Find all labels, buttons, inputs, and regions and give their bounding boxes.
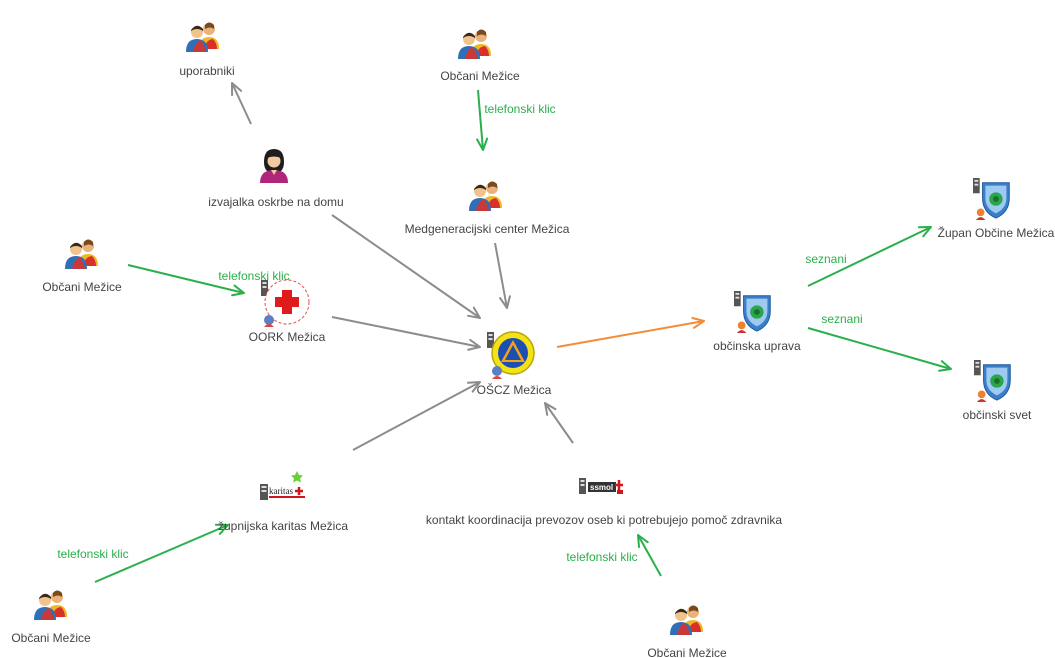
edge-karitas-to-oscz (352, 381, 481, 451)
municipal-shield-icon (734, 291, 771, 333)
people-icon (34, 590, 67, 620)
municipal-shield-icon (974, 360, 1011, 402)
edge-kontakt-to-oscz (544, 402, 574, 444)
node-label: občinska uprava (713, 339, 801, 353)
edge-label: telefonski klic (566, 550, 637, 564)
red-cross-icon (261, 279, 310, 327)
edge-line (127, 264, 245, 294)
node-label: Občani Mežice (440, 69, 520, 83)
edge-line (477, 89, 484, 151)
node-izvajalka[interactable]: izvajalka oskrbe na domu (208, 149, 344, 209)
edge-label: telefonski klic (218, 269, 289, 283)
edge-arrowhead (691, 316, 705, 329)
node-obc-svet[interactable]: občinski svet (963, 360, 1032, 422)
edge-label: seznani (821, 312, 862, 326)
edge-izvajalka-to-oscz (331, 214, 481, 319)
edge-arrowhead (467, 306, 481, 319)
edge-line (637, 534, 662, 577)
edge-arrowhead (499, 295, 511, 309)
edge-arrowhead (544, 402, 557, 416)
node-obcani-bottom[interactable]: Občani Mežice (647, 605, 727, 658)
edge-obcani_left-to-oork: telefonski klic (127, 264, 290, 297)
edge-label: telefonski klic (484, 102, 555, 116)
node-label: Medgeneracijski center Mežica (405, 222, 570, 236)
node-obcani-top[interactable]: Občani Mežice (440, 29, 520, 84)
edge-oork-to-oscz (331, 316, 481, 351)
edge-line (352, 381, 481, 451)
edge-label: telefonski klic (57, 547, 128, 561)
node-label: Občani Mežice (11, 631, 91, 645)
node-obcani-bl[interactable]: Občani Mežice (11, 590, 91, 646)
karitas-icon (258, 470, 307, 502)
edge-medgen-to-oscz (494, 242, 511, 309)
node-label: uporabniki (179, 64, 234, 78)
edge-obcani_top-to-medgen: telefonski klic (476, 89, 556, 151)
edge-arrowhead (231, 82, 243, 97)
node-obc-uprava[interactable]: občinska uprava (713, 291, 801, 353)
edge-arrowhead (476, 137, 489, 151)
woman-icon (260, 149, 288, 183)
edge-arrowhead (466, 381, 481, 393)
node-label: Občani Mežice (42, 280, 122, 294)
edge-obc_uprava-to-zupan: seznani (805, 226, 932, 287)
edge-izvajalka-to-uporabniki (231, 82, 252, 125)
edge-obc_uprava-to-obc_svet: seznani (807, 312, 952, 372)
edge-line (807, 226, 932, 287)
edge-arrowhead (231, 284, 245, 297)
edge-arrowhead (637, 534, 649, 549)
node-label: občinski svet (963, 408, 1032, 422)
node-kontakt[interactable]: kontakt koordinacija prevozov oseb ki po… (426, 476, 783, 527)
edge-line (331, 316, 481, 348)
node-karitas[interactable]: župnijska karitas Mežica (218, 470, 348, 533)
people-icon (670, 605, 703, 635)
node-medgen[interactable]: Medgeneracijski center Mežica (405, 181, 570, 237)
node-oscz[interactable]: OŠCZ Mežica (477, 331, 552, 397)
edge-line (331, 214, 481, 319)
edge-arrowhead (467, 338, 481, 351)
people-icon (458, 29, 491, 59)
edge-line (544, 402, 574, 444)
node-label: Župan Občine Mežica (938, 225, 1055, 240)
node-label: župnijska karitas Mežica (218, 519, 348, 533)
edge-label: seznani (805, 252, 846, 266)
node-label: OŠCZ Mežica (477, 382, 552, 397)
people-icon (469, 181, 502, 211)
node-obcani-left[interactable]: Občani Mežice (42, 239, 122, 295)
edge-obcani_bottom-to-kontakt: telefonski klic (566, 534, 662, 577)
edge-arrowhead (938, 360, 952, 372)
node-uporabniki[interactable]: uporabniki (179, 22, 235, 79)
edge-arrowhead (917, 226, 932, 238)
node-oork[interactable]: OORK Mežica (249, 279, 326, 344)
node-zupan[interactable]: Župan Občine Mežica (938, 178, 1055, 240)
node-label: izvajalka oskrbe na domu (208, 195, 343, 209)
edge-line (94, 524, 229, 583)
org-logo-icon (579, 476, 625, 496)
municipal-shield-icon (973, 178, 1010, 220)
edge-line (231, 82, 252, 125)
node-label: Občani Mežice (647, 646, 727, 658)
edge-line (807, 327, 952, 370)
edge-arrowhead (214, 523, 229, 535)
people-icon (65, 239, 98, 269)
edge-line (556, 320, 705, 348)
edge-line (494, 242, 508, 309)
civil-protection-icon (487, 331, 535, 379)
people-icon (186, 22, 219, 52)
node-label: kontakt koordinacija prevozov oseb ki po… (426, 513, 783, 527)
edge-oscz-to-obc_uprava (556, 316, 705, 348)
edge-obcani_bl-to-karitas: telefonski klic (57, 523, 229, 583)
node-label: OORK Mežica (249, 330, 326, 344)
